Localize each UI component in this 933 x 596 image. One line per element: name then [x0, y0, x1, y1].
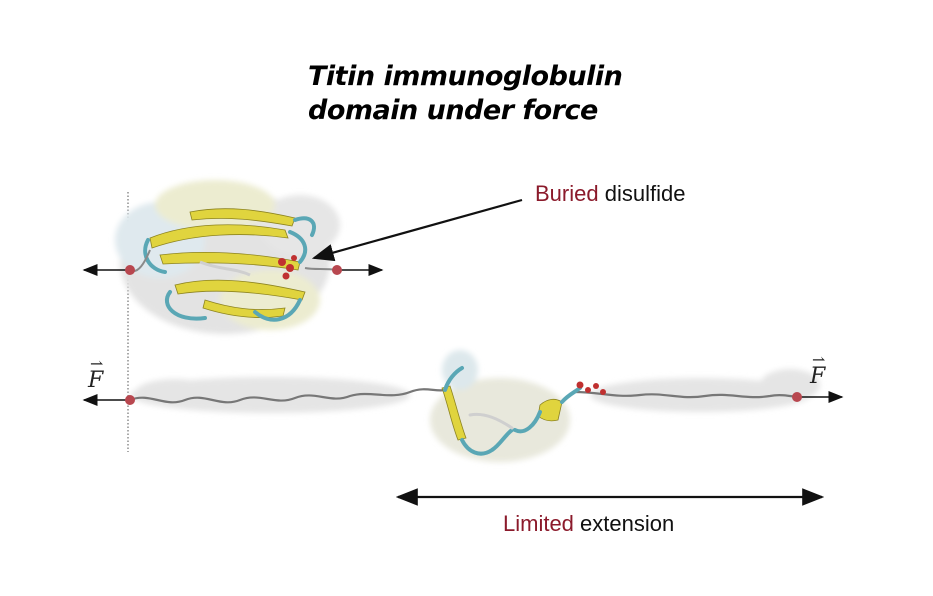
- buried-rest: disulfide: [598, 181, 686, 206]
- extended-chain: [129, 350, 820, 462]
- residual-coils: [443, 366, 582, 456]
- anchor-extended-left: [125, 395, 135, 405]
- vector-arrow-right: ⇀: [812, 350, 826, 369]
- buried-disulfide-label: Buried disulfide: [535, 181, 685, 207]
- backbone-right: [574, 390, 798, 399]
- anchor-folded-left: [125, 265, 135, 275]
- buried-highlight: Buried: [535, 181, 599, 206]
- limited-rest: extension: [573, 511, 675, 536]
- folded-disulfide: [278, 255, 297, 280]
- extended-disulfide: [576, 381, 606, 395]
- extended-surface: [130, 350, 820, 462]
- folded-domain: [115, 180, 340, 334]
- limited-extension-label: Limited extension: [503, 511, 674, 537]
- force-symbol-left: F: [88, 368, 104, 393]
- coil-loops: [143, 216, 316, 322]
- force-label-left: ⇀ F: [88, 356, 104, 394]
- force-label-right: ⇀ F: [810, 352, 826, 390]
- limited-highlight: Limited: [503, 511, 574, 536]
- buried-pointer: [311, 198, 523, 262]
- diagram-title: Titin immunoglobulin domain under force: [308, 60, 623, 128]
- beta-strands: [149, 208, 306, 318]
- vector-arrow-left: ⇀: [90, 354, 104, 373]
- backbone-left: [129, 388, 446, 404]
- anchor-folded-right: [332, 265, 342, 275]
- title-line-1: Titin immunoglobulin: [308, 61, 623, 92]
- title-line-2: domain under force: [308, 95, 598, 126]
- force-symbol-right: F: [810, 364, 826, 389]
- residual-strands: [441, 385, 563, 441]
- anchor-extended-right: [792, 392, 802, 402]
